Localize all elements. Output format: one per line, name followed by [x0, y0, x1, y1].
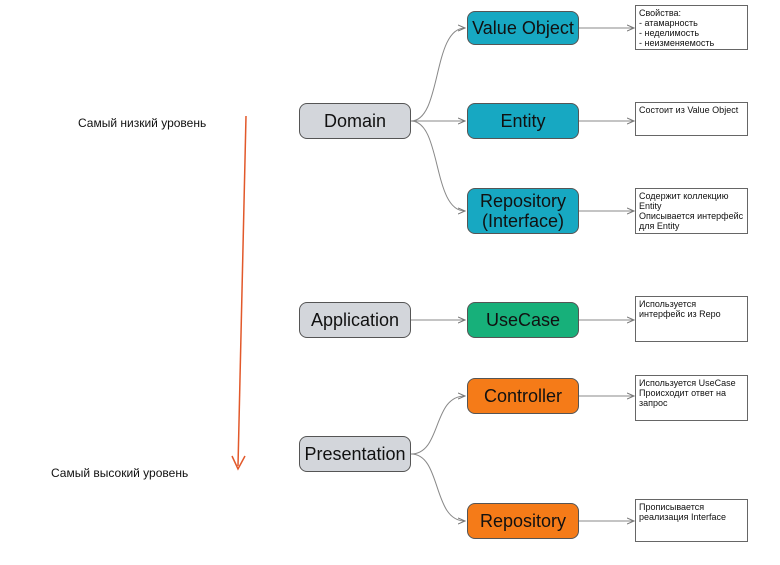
level-lowest-label: Самый низкий уровень	[78, 116, 207, 130]
component-controller: Controller	[467, 378, 579, 414]
note-controller: Используется UseCase Происходит ответ на…	[635, 375, 748, 421]
level-highest-label: Самый высокий уровень	[51, 466, 189, 480]
layer-application: Application	[299, 302, 411, 338]
component-usecase: UseCase	[467, 302, 579, 338]
component-value-object: Value Object	[467, 11, 579, 45]
edge-presentation-repository	[410, 453, 465, 521]
edge-presentation-controller	[410, 396, 465, 455]
layer-domain: Domain	[299, 103, 411, 139]
level-arrow	[231, 115, 247, 471]
edge-domain-repository-interface	[410, 120, 465, 211]
note-usecase: Используется интерфейс из Repo	[635, 296, 748, 342]
component-entity: Entity	[467, 103, 579, 139]
note-value-object: Свойства: - атамарность - неделимость - …	[635, 5, 748, 50]
note-repository: Прописывается реализация Interface	[635, 499, 748, 542]
component-repository: Repository	[467, 503, 579, 539]
layer-presentation: Presentation	[299, 436, 411, 472]
note-entity: Состоит из Value Object	[635, 102, 748, 136]
edge-domain-value-object	[410, 28, 465, 122]
note-repository-interface: Содержит коллекцию Entity Описывается ин…	[635, 188, 748, 234]
component-repository-interface: Repository (Interface)	[467, 188, 579, 234]
